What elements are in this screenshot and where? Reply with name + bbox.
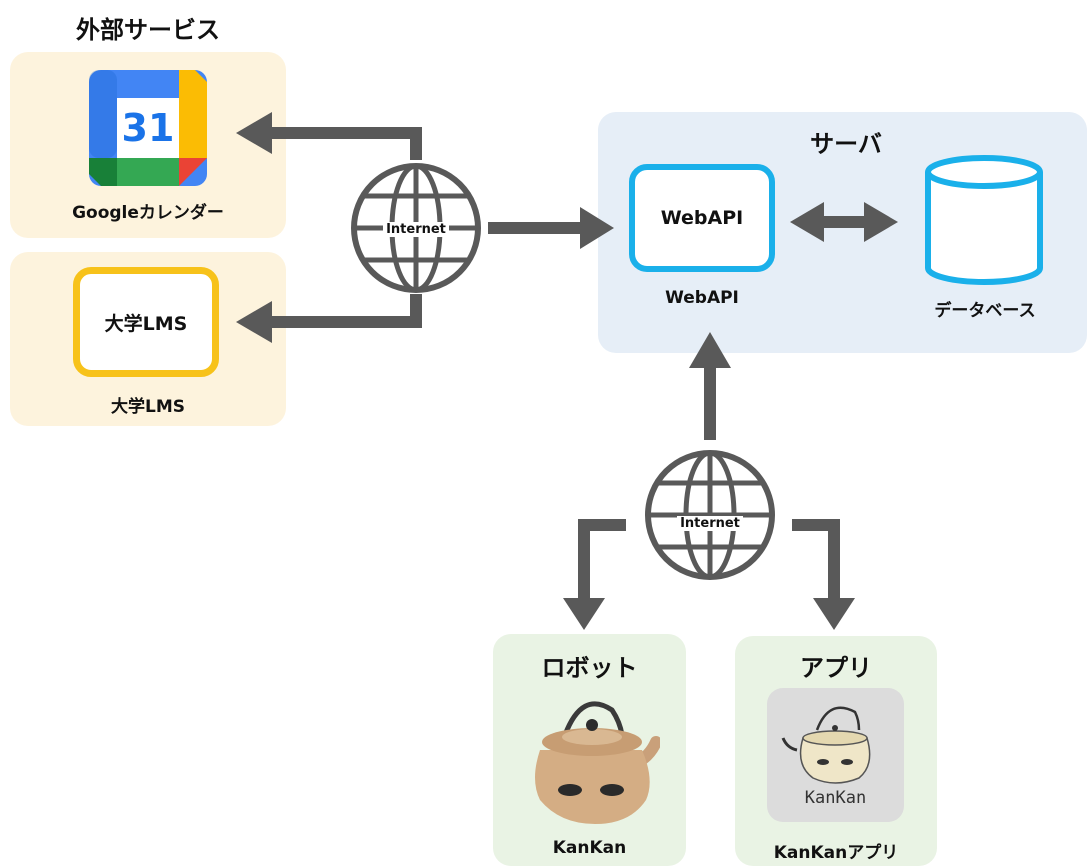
kankan-app-teapot-icon <box>781 706 871 784</box>
webapi-label: WebAPI <box>665 288 739 308</box>
university-lms-box: 大学LMS <box>73 267 219 377</box>
arrow-to-robot <box>578 519 626 600</box>
kankan-robot-image <box>530 690 662 824</box>
webapi-box: WebAPI <box>629 164 775 272</box>
external-services-title: 外部サービス <box>76 16 220 44</box>
database-icon <box>925 155 1043 285</box>
google-calendar-label: Googleカレンダー <box>72 203 224 223</box>
kankan-app-card-text: KanKan <box>804 788 867 808</box>
university-lms-label: 大学LMS <box>111 397 185 417</box>
app-title: アプリ <box>800 654 872 682</box>
kankan-app-card: KanKan <box>767 688 904 822</box>
robot-title: ロボット <box>541 654 638 682</box>
arrow-to-lms <box>270 294 422 328</box>
database-label: データベース <box>934 301 1036 321</box>
internet-bottom-label: Internet <box>677 515 743 531</box>
app-label: KanKanアプリ <box>773 843 899 863</box>
arrow-to-app <box>792 519 840 600</box>
internet-top-label: Internet <box>383 221 449 237</box>
google-calendar-icon: 31 <box>87 68 209 188</box>
robot-label: KanKan <box>552 838 627 858</box>
arrow-to-google-calendar <box>270 127 422 160</box>
server-title: サーバ <box>810 130 882 158</box>
